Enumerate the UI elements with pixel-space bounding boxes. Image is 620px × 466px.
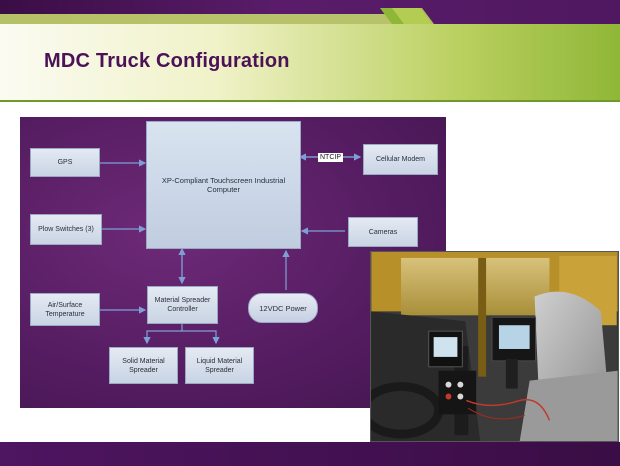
chevron-arrow-decoration [0, 8, 434, 24]
cameras-label: Cameras [368, 228, 398, 236]
power-node: 12VDC Power [248, 293, 318, 323]
plow-switches-node: Plow Switches (3) [30, 214, 102, 245]
main-computer-node: XP-Compliant Touchscreen Industrial Comp… [146, 121, 301, 249]
title-area [0, 24, 620, 102]
solid-material-spreader-node: Solid Material Spreader [109, 347, 178, 384]
air-surface-temperature-node: Air/Surface Temperature [30, 293, 100, 326]
gps-node: GPS [30, 148, 100, 177]
solid-material-spreader-label: Solid Material Spreader [122, 357, 165, 374]
air-surface-temperature-label: Air/Surface Temperature [45, 301, 85, 318]
liquid-material-spreader-label: Liquid Material Spreader [196, 357, 243, 374]
cellular-modem-node: Cellular Modem [363, 144, 438, 175]
power-label: 12VDC Power [259, 303, 307, 313]
cameras-node: Cameras [348, 217, 418, 247]
material-spreader-controller-node: Material Spreader Controller [147, 286, 218, 324]
plow-switches-label: Plow Switches (3) [38, 226, 94, 233]
truck-cab-illustration [371, 252, 618, 441]
bottom-band [0, 442, 620, 466]
ntcip-label: NTCIP [318, 153, 343, 162]
gps-label: GPS [57, 159, 73, 166]
truck-cab-photo [370, 251, 619, 442]
liquid-material-spreader-node: Liquid Material Spreader [185, 347, 254, 384]
slide-title: MDC Truck Configuration [44, 50, 290, 72]
cellular-modem-label: Cellular Modem [375, 156, 426, 163]
material-spreader-controller-label: Material Spreader Controller [154, 297, 211, 313]
diagram-arrows [100, 153, 362, 345]
title-rule [0, 100, 620, 102]
main-computer-label: XP-Compliant Touchscreen Industrial Comp… [161, 176, 286, 194]
